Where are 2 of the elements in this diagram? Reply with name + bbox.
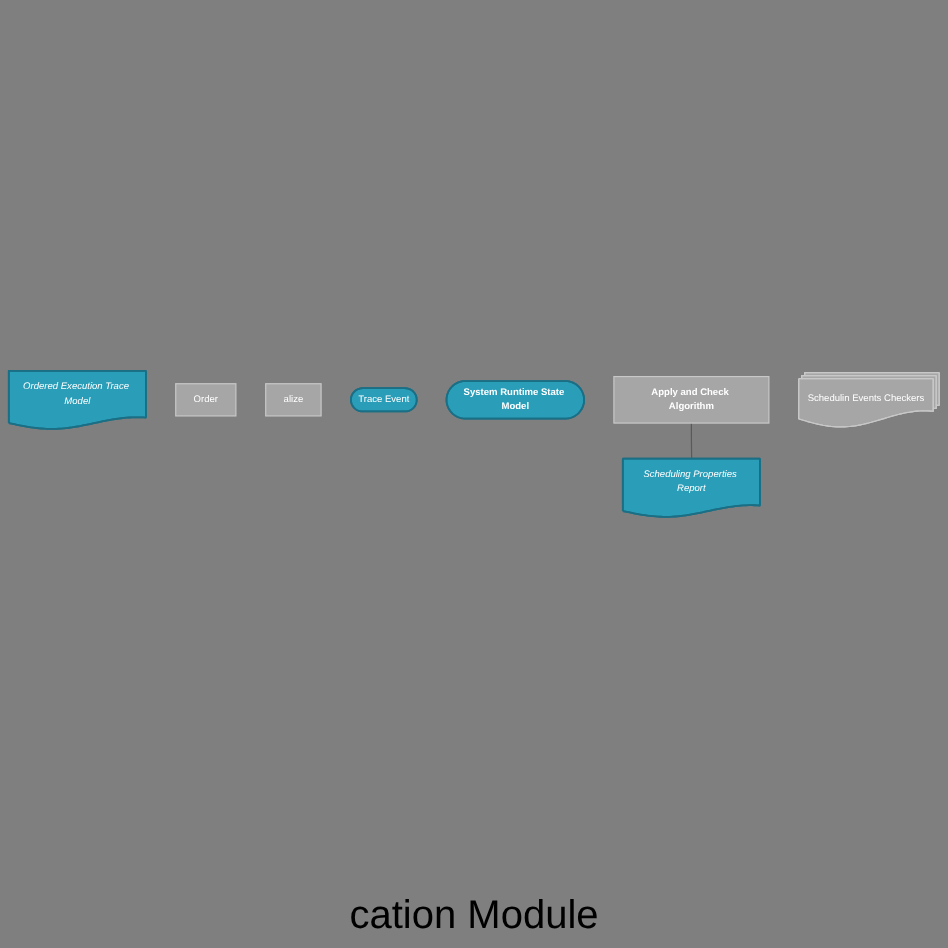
module-label: cation Module — [349, 894, 599, 940]
connector — [690, 421, 693, 459]
